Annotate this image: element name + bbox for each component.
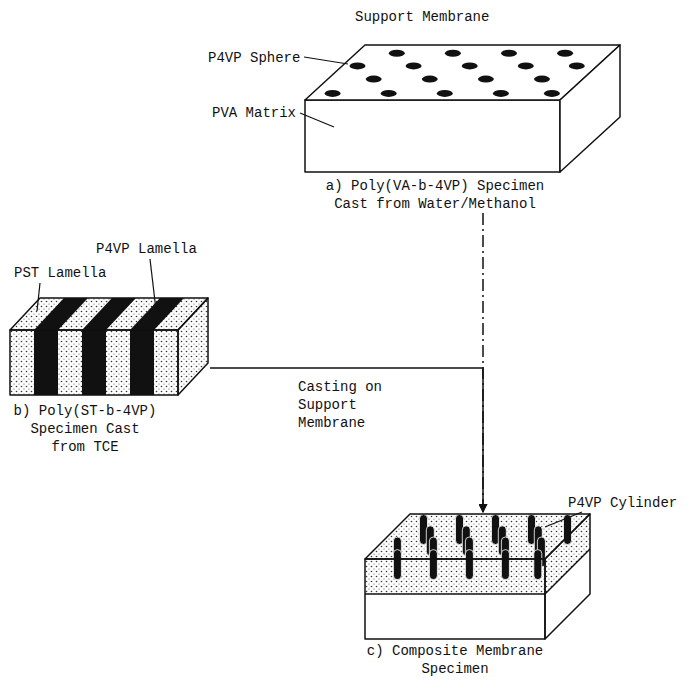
leader-line [150,259,156,310]
leader-line [37,283,40,311]
process-line [482,213,484,512]
pva-block [305,45,620,172]
specimen-caption: c) Composite Membrane Specimen [362,642,548,678]
part-label: Support Membrane [355,8,489,26]
part-label: P4VP Sphere [208,49,300,67]
part-label: PVA Matrix [212,104,296,122]
specimen-caption: a) Poly(VA-b-4VP) Specimen Cast from Wat… [310,177,560,213]
specimen-block: a) Poly(VA-b-4VP) Specimen Cast from Wat… [300,40,622,213]
specimen-block: c) Composite Membrane Specimen [360,512,592,678]
leader-line [304,57,348,64]
part-label: P4VP Lamella [96,240,197,258]
lamellar-block [10,298,208,395]
composite-block [365,514,590,639]
leader-line [545,512,582,527]
casting-arrow [210,368,483,512]
specimen-caption: b) Poly(ST-b-4VP) Specimen Cast from TCE [10,402,160,456]
part-label: P4VP Cylinder [568,494,677,512]
p4vp-spheres [325,50,585,97]
part-label: PST Lamella [14,264,106,282]
arrow-label: Casting on Support Membrane [296,378,400,432]
specimen-block: b) Poly(ST-b-4VP) Specimen Cast from TCE [8,296,210,456]
leader-line [300,113,334,127]
